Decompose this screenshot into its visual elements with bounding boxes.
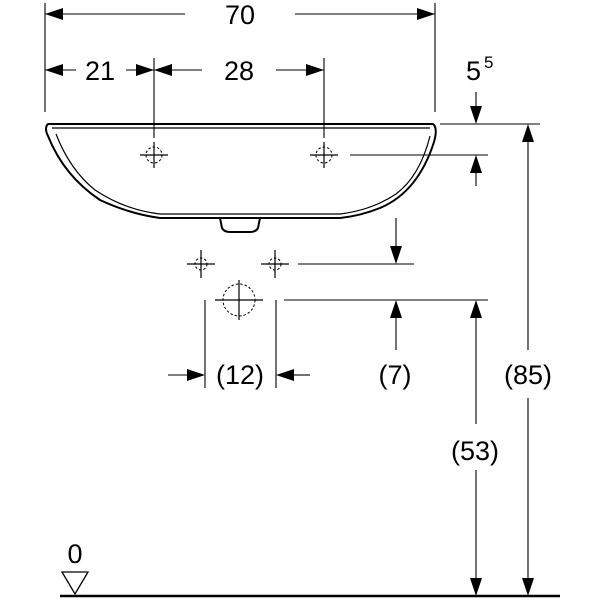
dimension-outlet-offset: (7) <box>379 218 412 390</box>
supply-point-left <box>187 250 215 278</box>
left-offset-label: 21 <box>85 56 115 86</box>
datum-triangle-icon <box>60 571 90 596</box>
dimension-rim-offset: 5 5 <box>466 53 493 186</box>
dimension-left-offset: 21 <box>45 56 154 86</box>
outlet-offset-label: (7) <box>379 360 412 390</box>
rim-height-label: (85) <box>504 360 552 390</box>
dimension-tap-hole-spacing: 28 <box>154 56 324 86</box>
outlet-height-label: (53) <box>451 436 499 466</box>
tap-hole-left <box>140 142 168 168</box>
tap-hole-spacing-label: 28 <box>224 56 254 86</box>
floor-datum: 0 <box>60 539 560 598</box>
washbasin-outline <box>45 123 437 233</box>
rim-offset-label: 5 <box>466 56 481 86</box>
tap-hole-right <box>310 142 338 168</box>
waste-outlet <box>215 280 263 320</box>
floor-level-label: 0 <box>67 539 82 569</box>
rim-offset-superscript: 5 <box>484 53 493 72</box>
dimension-rim-height: (85) <box>504 124 552 596</box>
outlet-spacing-label: (12) <box>216 360 264 390</box>
extension-lines <box>44 3 540 388</box>
dimension-overall-width: 70 <box>45 0 435 30</box>
dimension-outlet-height: (53) <box>451 300 499 596</box>
overall-width-label: 70 <box>225 0 255 30</box>
supply-point-right <box>261 250 289 278</box>
dimension-outlet-spacing: (12) <box>168 360 310 390</box>
